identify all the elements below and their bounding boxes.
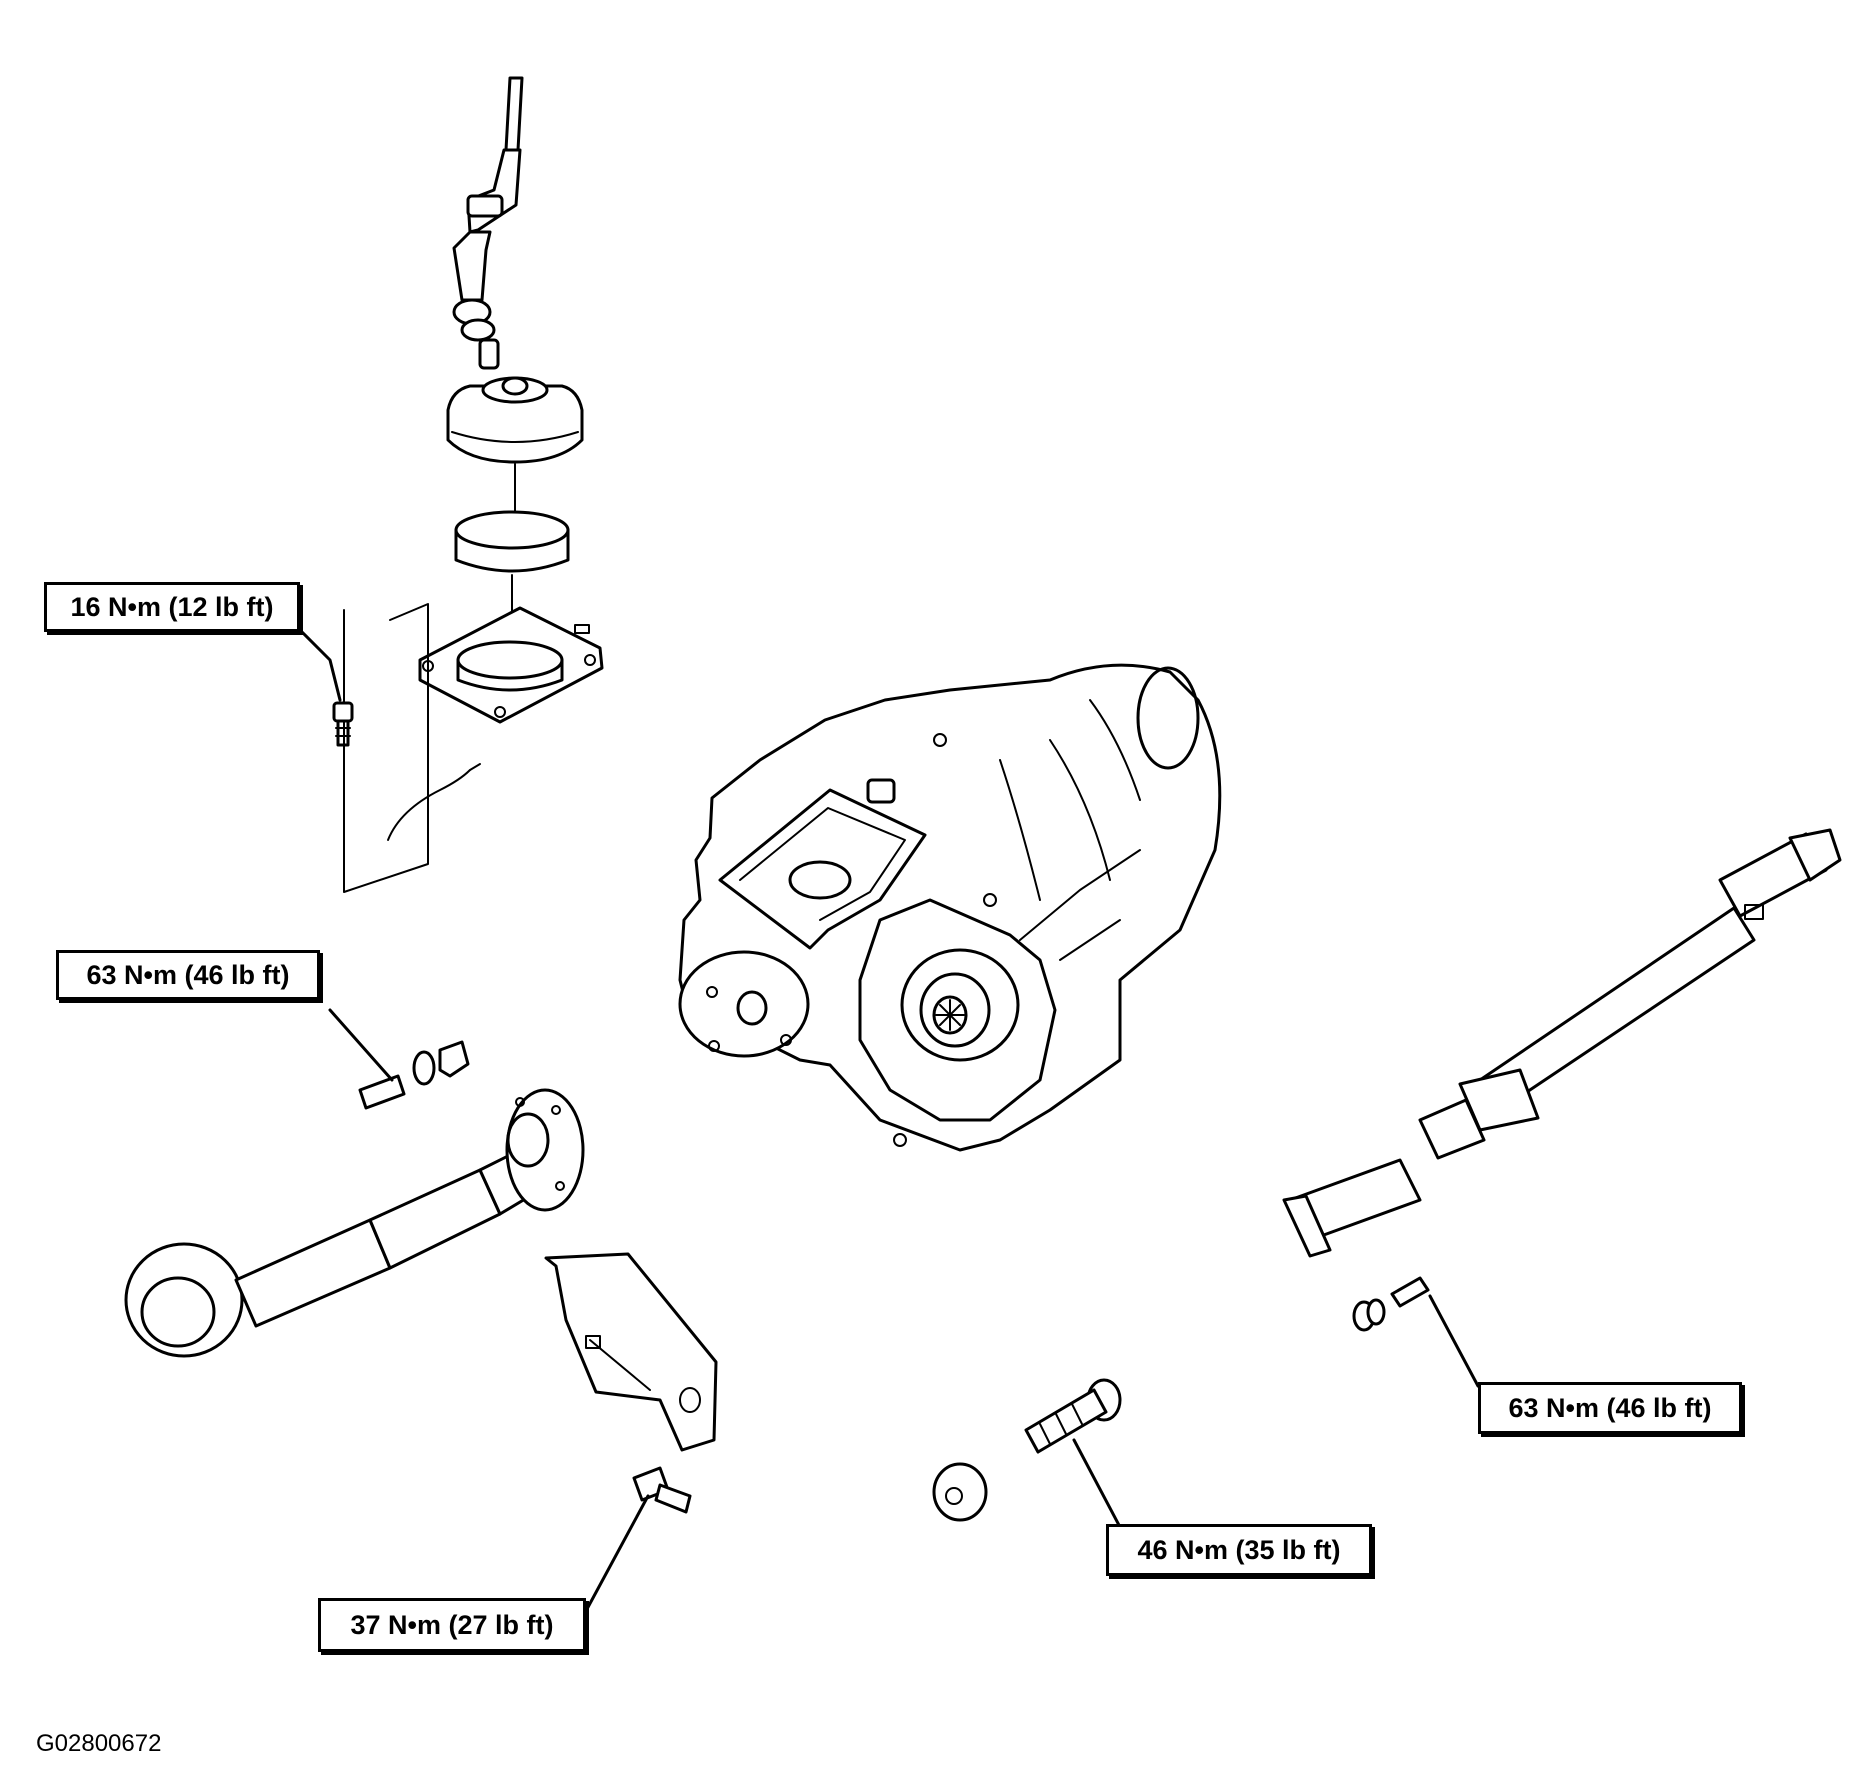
mount-bracket	[544, 1252, 718, 1452]
leader-lines	[298, 628, 1480, 1624]
transfer-case	[678, 663, 1222, 1152]
front-drive-shaft	[124, 1088, 585, 1358]
callout-rear-shaft-bolt-torque: 63 N•m (46 lb ft)	[1478, 1382, 1742, 1434]
shift-lever	[452, 76, 524, 370]
callout-shift-cover-bolt-torque: 16 N•m (12 lb ft)	[44, 582, 300, 632]
shift-cover-plate	[418, 606, 604, 724]
retainer-ring	[454, 510, 570, 573]
bracket-bolt	[632, 1466, 692, 1514]
cover-bolt	[332, 701, 354, 747]
callout-mount-bolt-torque: 46 N•m (35 lb ft)	[1106, 1524, 1372, 1576]
figure-id: G02800672	[36, 1730, 162, 1757]
callout-bracket-bolt-torque: 37 N•m (27 lb ft)	[318, 1598, 586, 1652]
rear-drive-shaft	[1282, 828, 1842, 1258]
front-shaft-bolt-set	[358, 1040, 470, 1110]
shift-cable	[343, 603, 481, 893]
mount-bolt	[932, 1378, 1122, 1522]
shift-boot	[446, 376, 584, 464]
rear-shaft-bolt-set	[1352, 1276, 1430, 1332]
callout-front-shaft-bolt-torque: 63 N•m (46 lb ft)	[56, 950, 320, 1000]
